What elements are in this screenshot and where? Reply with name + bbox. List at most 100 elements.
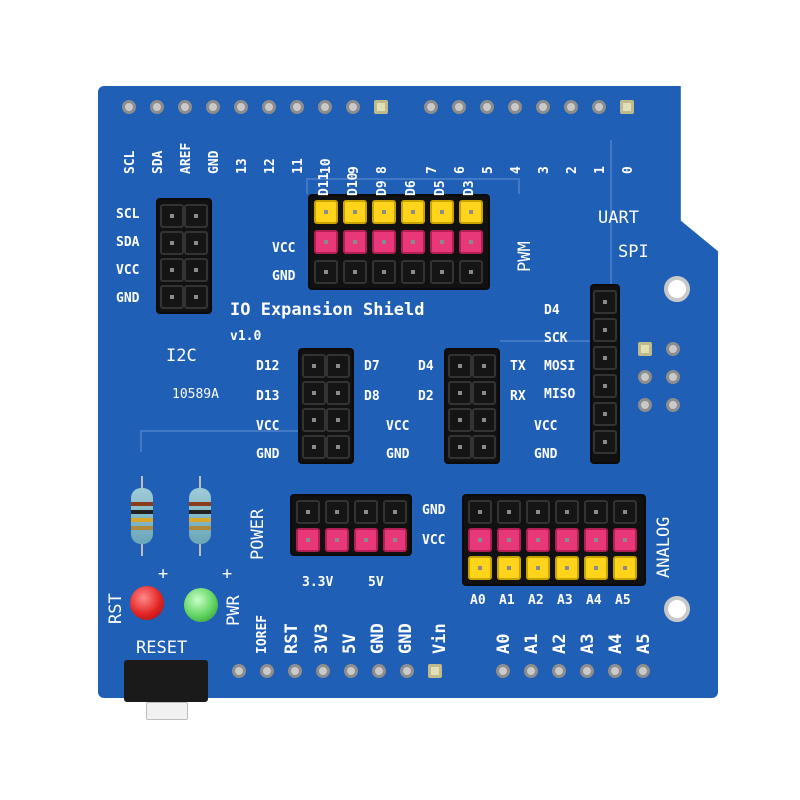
bottom-header-pin bbox=[428, 664, 442, 678]
top-header-label: 2 bbox=[565, 166, 580, 174]
i2c-pin-label: GND bbox=[116, 291, 140, 306]
i2c-pin bbox=[160, 258, 184, 282]
uart-pin bbox=[472, 408, 496, 432]
pwm-title: PWM bbox=[515, 241, 535, 272]
board-title: IO Expansion Shield bbox=[230, 300, 425, 320]
spi-pin bbox=[593, 290, 617, 314]
resistor bbox=[189, 488, 211, 544]
board-version: v1.0 bbox=[230, 329, 262, 344]
digital-pin bbox=[326, 435, 350, 459]
digital-pin bbox=[302, 408, 326, 432]
spi-pin bbox=[593, 430, 617, 454]
bottom-header-label: A2 bbox=[550, 633, 570, 654]
icsp-pin bbox=[666, 370, 680, 384]
bottom-header-pin bbox=[372, 664, 386, 678]
label-tx: TX bbox=[510, 359, 526, 374]
power-pin bbox=[325, 500, 349, 524]
pwm-pin-label: D6 bbox=[404, 180, 419, 196]
spi-pin bbox=[593, 402, 617, 426]
analog-pin-label: A3 bbox=[557, 593, 573, 608]
label-d7: D7 bbox=[364, 359, 380, 374]
top-header-label: 1 bbox=[593, 166, 608, 174]
spi-pin-label: MOSI bbox=[544, 359, 576, 374]
top-header-label: 11 bbox=[291, 158, 306, 174]
header-pin bbox=[480, 100, 494, 114]
label-vcc: VCC bbox=[534, 419, 558, 434]
pwm-pin bbox=[372, 230, 396, 254]
bottom-header-pin bbox=[288, 664, 302, 678]
analog-pin bbox=[555, 556, 579, 580]
spi-pin bbox=[593, 374, 617, 398]
bottom-header-label: GND bbox=[368, 623, 388, 654]
analog-pin bbox=[584, 556, 608, 580]
led-plus-label: + bbox=[222, 564, 233, 584]
bottom-header-label: A3 bbox=[578, 633, 598, 654]
power-title: POWER bbox=[248, 508, 268, 560]
power-vcc-label: VCC bbox=[422, 533, 446, 548]
pwm-header-block bbox=[310, 196, 488, 288]
spi-title: SPI bbox=[618, 242, 649, 262]
spi-pin bbox=[593, 318, 617, 342]
header-pin bbox=[346, 100, 360, 114]
spi-pin-label: D4 bbox=[544, 303, 560, 318]
reset-button-cap[interactable] bbox=[146, 702, 188, 720]
analog-pin bbox=[497, 500, 521, 524]
header-pin bbox=[564, 100, 578, 114]
pwr-led-label: PWR bbox=[224, 595, 244, 626]
digital-pin bbox=[326, 408, 350, 432]
bottom-header-label: Vin bbox=[430, 623, 450, 654]
header-pin bbox=[508, 100, 522, 114]
icsp-pin bbox=[666, 342, 680, 356]
icsp-pin-1 bbox=[638, 342, 652, 356]
header-pin bbox=[536, 100, 550, 114]
analog-pin-label: A2 bbox=[528, 593, 544, 608]
header-pin bbox=[262, 100, 276, 114]
top-header-label: 6 bbox=[453, 166, 468, 174]
pwm-pin-label: D5 bbox=[433, 180, 448, 196]
label-d2: D2 bbox=[418, 389, 434, 404]
uart-pin bbox=[472, 354, 496, 378]
uart-title: UART bbox=[598, 208, 639, 228]
reset-button[interactable] bbox=[124, 660, 208, 702]
power-gnd-label: GND bbox=[422, 503, 446, 518]
analog-pin bbox=[526, 500, 550, 524]
pwm-pin bbox=[343, 260, 367, 284]
uart-pin bbox=[448, 408, 472, 432]
header-pin bbox=[206, 100, 220, 114]
i2c-title: I2C bbox=[166, 346, 197, 366]
power-3v3-label: 3.3V bbox=[302, 575, 334, 590]
bottom-header-pin bbox=[524, 664, 538, 678]
pwm-pin bbox=[401, 260, 425, 284]
power-pin bbox=[296, 500, 320, 524]
pwm-pin bbox=[372, 200, 396, 224]
pwm-pin-label: D11 bbox=[317, 172, 332, 196]
pwm-pin bbox=[372, 260, 396, 284]
i2c-pin bbox=[184, 231, 208, 255]
digital-pin bbox=[326, 381, 350, 405]
reset-label: RESET bbox=[136, 638, 188, 658]
analog-pin bbox=[584, 500, 608, 524]
label-gnd: GND bbox=[256, 447, 280, 462]
bottom-header-label: RST bbox=[282, 623, 302, 654]
analog-pin bbox=[584, 528, 608, 552]
analog-pin bbox=[468, 556, 492, 580]
digital-pin bbox=[302, 435, 326, 459]
pwm-pin-label: D10 bbox=[346, 172, 361, 196]
pwm-pin bbox=[314, 260, 338, 284]
i2c-pin-label: VCC bbox=[116, 263, 140, 278]
label-gnd: GND bbox=[534, 447, 558, 462]
header-pin bbox=[150, 100, 164, 114]
bottom-header-pin bbox=[260, 664, 274, 678]
pwm-pin bbox=[430, 230, 454, 254]
analog-pin bbox=[613, 500, 637, 524]
uart-pin bbox=[448, 435, 472, 459]
power-pin bbox=[325, 528, 349, 552]
pwm-pin bbox=[401, 200, 425, 224]
bottom-header-pin bbox=[552, 664, 566, 678]
top-header-label: AREF bbox=[179, 142, 194, 174]
bottom-header-pin bbox=[344, 664, 358, 678]
header-pin bbox=[424, 100, 438, 114]
uart-pin bbox=[448, 381, 472, 405]
power-5v-label: 5V bbox=[368, 575, 384, 590]
